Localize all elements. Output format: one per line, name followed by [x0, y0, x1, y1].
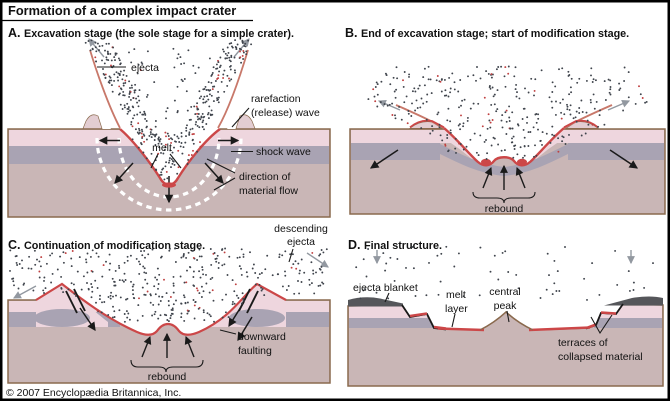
- rim-flap-left: [82, 114, 103, 129]
- ejecta-dots-right: [178, 39, 253, 144]
- ejecta-dots-band: [9, 247, 328, 297]
- melt-pool-right: [517, 158, 527, 166]
- falling-ejecta-arrows: [373, 250, 635, 265]
- ejecta-dots-bowl: [75, 293, 245, 323]
- panel-c-letter: C.: [8, 238, 21, 252]
- ejecta-motion-arrows: [88, 38, 250, 58]
- sparse-ejecta-dots: [355, 245, 654, 301]
- label-flow-1: direction of: [239, 171, 290, 183]
- label-faulting-1: downward: [238, 331, 286, 343]
- fault-lines: [65, 288, 259, 314]
- descending-ejecta-arrows: [13, 252, 329, 299]
- panel-a: A. Excavation stage (the sole stage for …: [7, 26, 331, 218]
- panel-d-letter: D.: [348, 238, 361, 252]
- central-peak-outline: [479, 311, 534, 331]
- shock-wave-arc-inner: [117, 137, 221, 199]
- label-melt-2: layer: [445, 303, 468, 315]
- label-flow-2: material flow: [239, 185, 298, 197]
- label-faulting-2: faulting: [238, 345, 272, 357]
- figure-title: Formation of a complex impact crater: [8, 3, 236, 18]
- ejecta-dots-left: [84, 39, 163, 145]
- terraces-pointer: [590, 314, 613, 335]
- panel-a-letter: A.: [8, 26, 21, 40]
- melt-pool-left: [481, 158, 491, 166]
- rebound-bracket: [472, 191, 536, 204]
- label-peak-1: central: [489, 286, 521, 298]
- panel-c: C. Continuation of modification stage.: [7, 223, 331, 384]
- label-terraces-2: collapsed material: [558, 351, 643, 363]
- panel-d-cross-section: [347, 245, 664, 387]
- copyright-notice: © 2007 Encyclopædia Britannica, Inc.: [6, 387, 181, 399]
- material-flow-arrows: [98, 136, 240, 204]
- label-rarefaction-2: (release) wave: [251, 107, 320, 119]
- panel-d: D. Final structure.: [347, 238, 664, 387]
- rim-flap-right: [235, 114, 256, 129]
- rebound-arrows: [482, 164, 526, 190]
- panel-c-labels: descending ejecta downward faulting rebo…: [148, 223, 328, 383]
- panel-c-heading: Continuation of modification stage.: [24, 240, 205, 252]
- melt-lining: [35, 282, 287, 336]
- melt-lining: [443, 127, 565, 167]
- panel-b-cross-section: [349, 65, 666, 215]
- panel-b: B. End of excavation stage; start of mod…: [345, 26, 666, 215]
- label-descending-1: descending: [274, 223, 328, 235]
- label-rarefaction-1: rarefaction: [251, 93, 301, 105]
- label-ejecta-blanket: ejecta blanket: [353, 282, 418, 294]
- melt-layer-lines: [409, 311, 617, 332]
- label-melt-1: melt: [446, 289, 466, 301]
- shock-wave-arc-outer: [95, 137, 243, 212]
- label-peak-2: peak: [494, 300, 518, 312]
- label-rebound: rebound: [148, 371, 187, 383]
- faulting-arrows: [79, 301, 253, 342]
- label-ejecta: ejecta: [131, 62, 159, 74]
- panel-b-letter: B.: [345, 26, 358, 40]
- panel-d-labels: ejecta blanket melt layer central peak t…: [353, 282, 643, 363]
- ejecta-blanket-right: [604, 296, 663, 306]
- label-melt: melt: [152, 142, 172, 154]
- crater-cavity: [120, 110, 220, 185]
- slump-arrows: [369, 149, 639, 169]
- ejecta-curtain-right: [217, 49, 249, 129]
- rebound-arrows: [141, 332, 195, 358]
- crater-cavity: [402, 294, 623, 330]
- crater-cavity: [444, 112, 564, 166]
- panel-c-cross-section: [7, 247, 331, 384]
- panel-a-labels: ejecta rarefaction (release) wave melt s…: [97, 62, 320, 197]
- label-rebound: rebound: [485, 203, 524, 215]
- ejecta-dots: [367, 65, 648, 160]
- panel-a-heading: Excavation stage (the sole stage for a s…: [24, 28, 294, 40]
- panel-a-cross-section: [7, 38, 331, 218]
- rebound-bracket: [130, 359, 204, 373]
- panel-b-heading: End of excavation stage; start of modifi…: [361, 28, 629, 40]
- melt-pool: [162, 182, 176, 188]
- ejecta-curtain-left: [89, 49, 121, 129]
- label-terraces-1: terraces of: [558, 337, 608, 349]
- label-shock-wave: shock wave: [256, 146, 311, 158]
- label-descending-2: ejecta: [287, 236, 315, 248]
- panel-d-heading: Final structure.: [364, 240, 442, 252]
- ejecta-blanket-left: [348, 297, 403, 307]
- shock-wave-layer-gray: [349, 318, 433, 328]
- ejecta-dots-center: [114, 47, 225, 141]
